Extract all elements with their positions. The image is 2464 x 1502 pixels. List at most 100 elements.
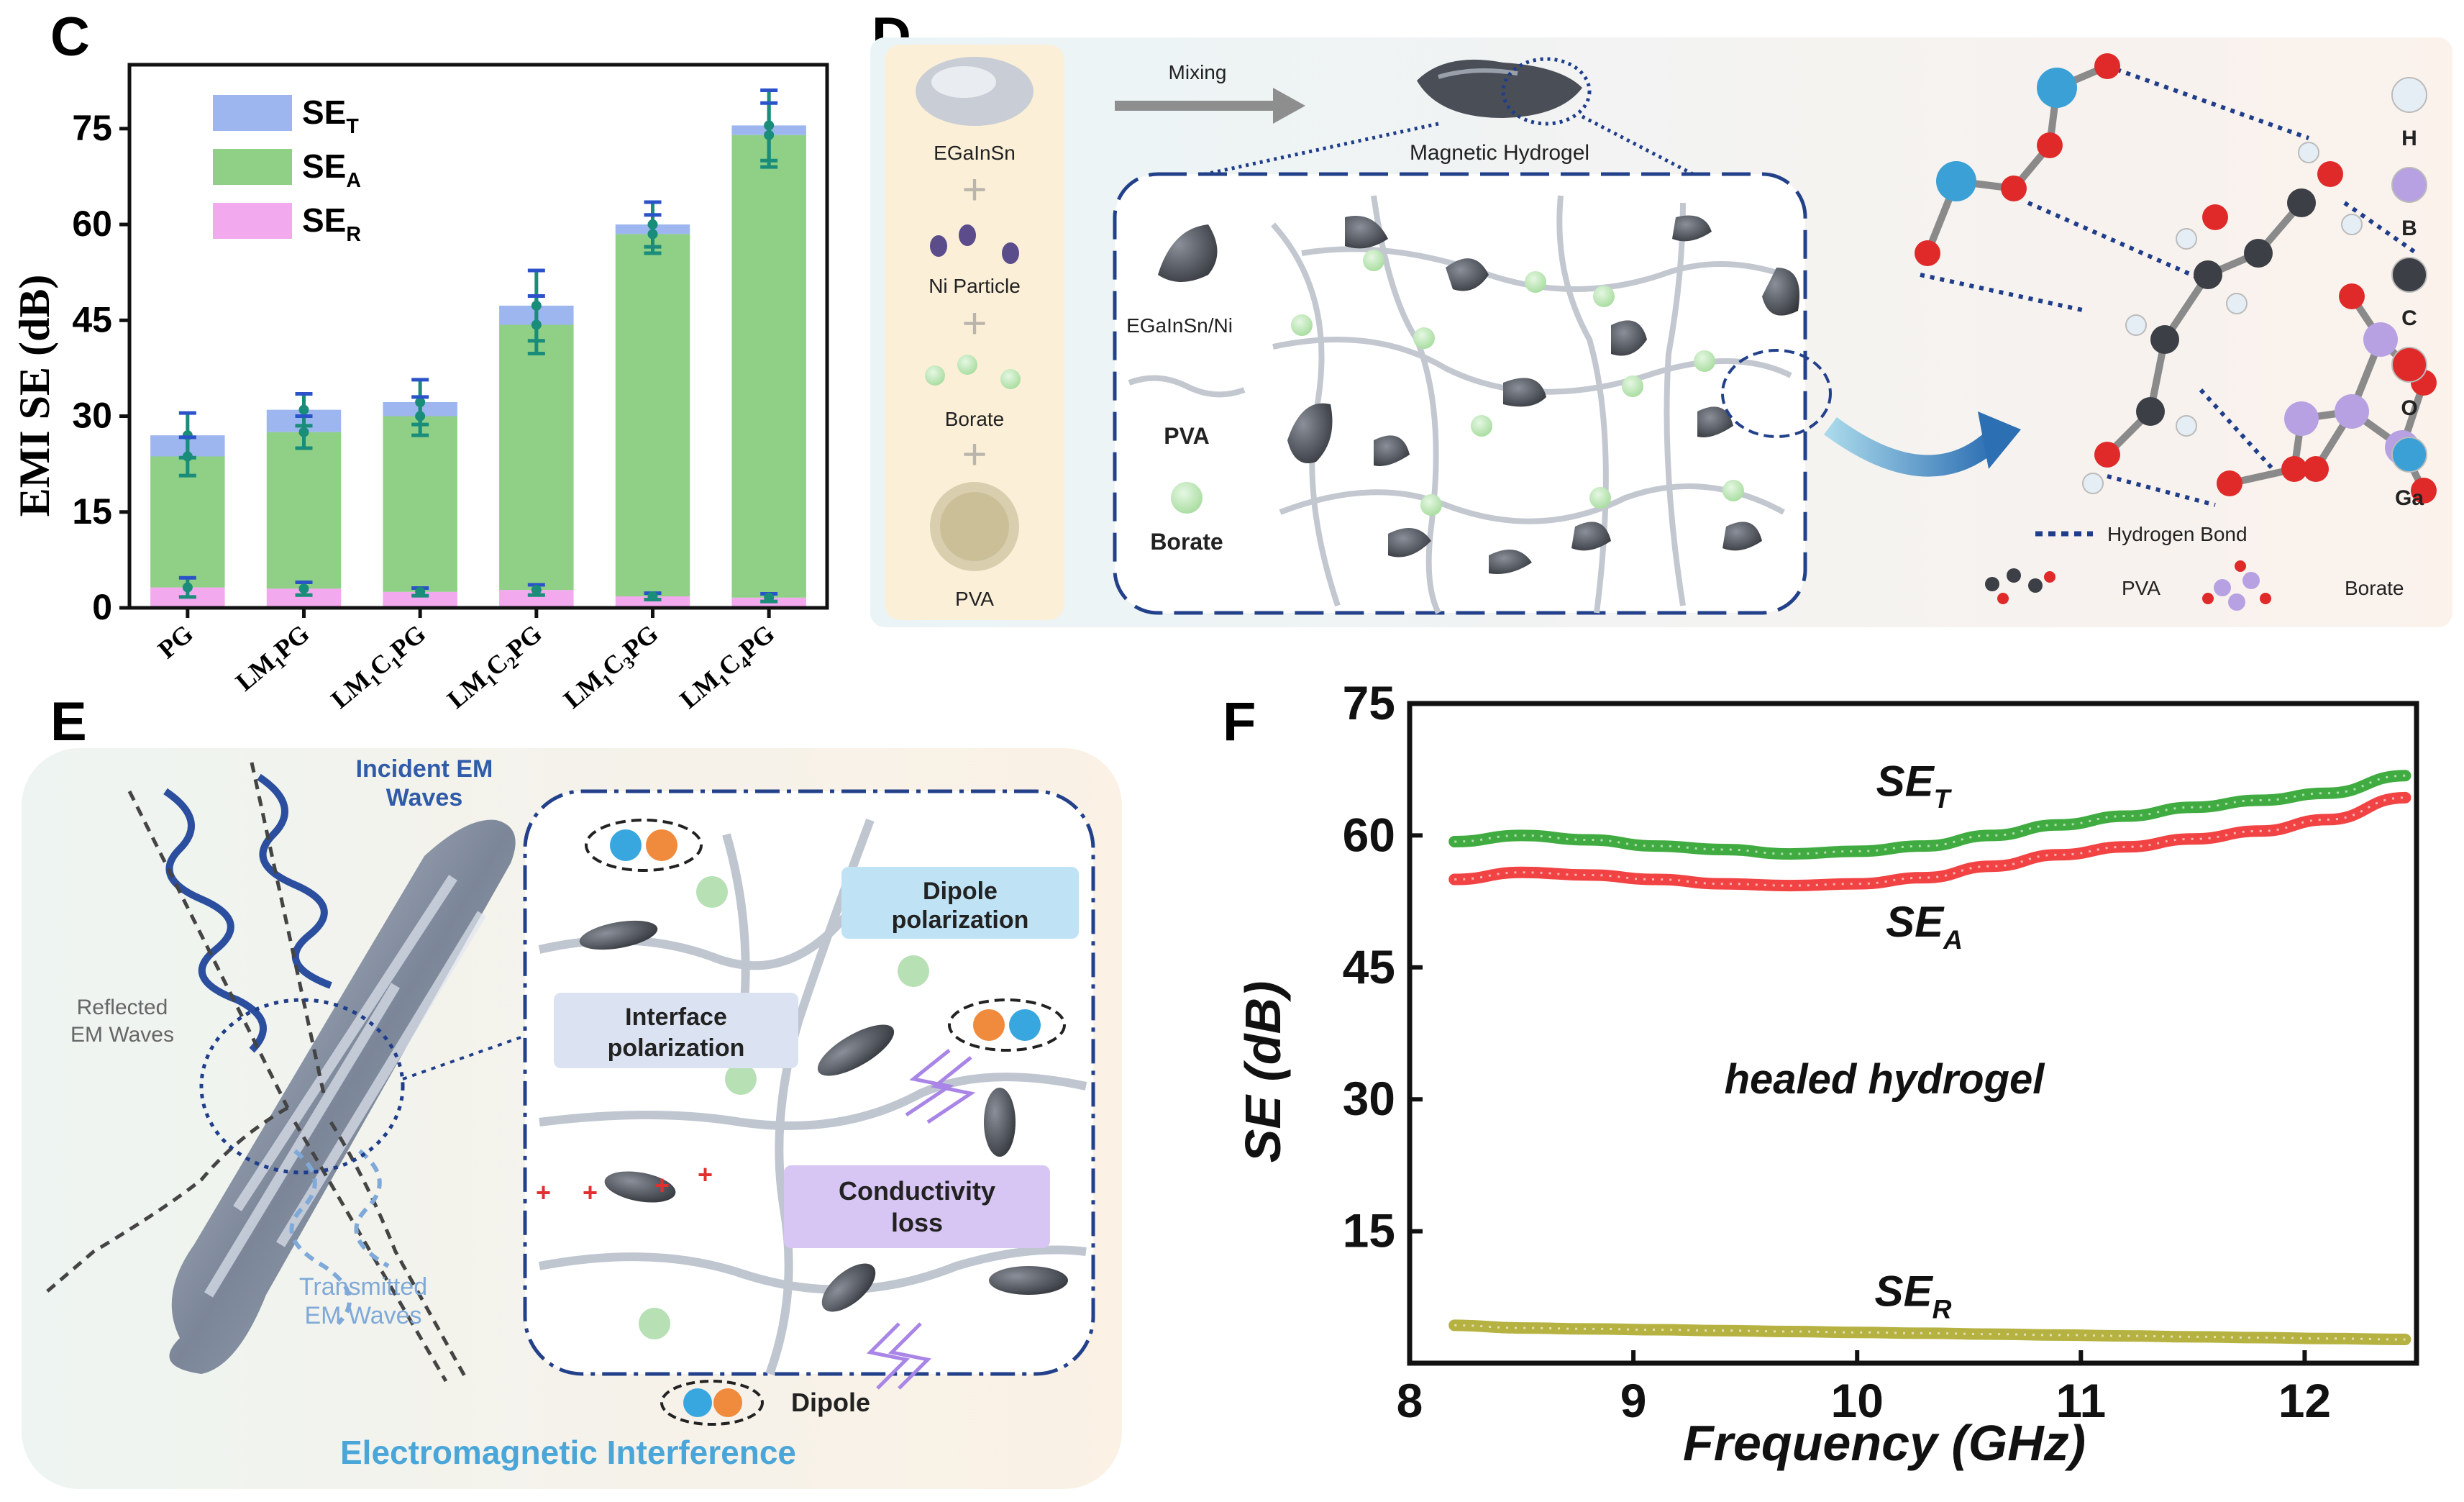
y-tick-label: 60: [1343, 808, 1395, 861]
bar-se-a: [383, 416, 457, 592]
pva-chain-icon: [1128, 375, 1246, 398]
axes: PGLM1PGLM1C1PGLM1C2PGLM1C3PGLM1C4PG01530…: [72, 63, 829, 717]
series-label-se-a: SEA: [1886, 898, 1963, 955]
error-bars-layer: [178, 88, 778, 604]
plot-frame: [1407, 701, 2419, 1366]
error-center-point: [531, 319, 542, 330]
dipole-polarization-box: [841, 867, 1079, 939]
plus-icon: +: [962, 430, 987, 478]
conductivity-spark-icon: [866, 1049, 976, 1390]
polymer-network: [1271, 195, 1792, 614]
borate-molecule-label: Borate: [2345, 577, 2404, 599]
line-se-r: [1448, 1319, 2411, 1345]
bar-se-a: [731, 135, 806, 598]
error-center-point: [531, 585, 542, 596]
svg-text:+: +: [698, 1160, 713, 1189]
legend-label-se-r: SER: [302, 201, 361, 246]
panel-label-f: F: [1223, 691, 1256, 752]
plus-icon: +: [962, 299, 987, 347]
dipole-polarization-label-1: Dipole: [923, 878, 998, 905]
line-marker-texture: [1454, 774, 2406, 855]
y-tick-label: 30: [1343, 1072, 1395, 1125]
x-tick-label: 8: [1397, 1374, 1423, 1427]
atom-c-label: C: [2401, 306, 2417, 330]
atom-h-icon: [2391, 77, 2427, 113]
x-tick-label: LM1PG: [230, 619, 315, 696]
transmitted-label-2: EM Waves: [304, 1302, 421, 1329]
annotation-label: healed hydrogel: [1725, 1056, 2046, 1103]
ni-particle-icon: [930, 224, 1019, 264]
borate-label: Borate: [945, 408, 1005, 430]
hydrogel-slab-icon: [169, 819, 516, 1374]
atom-c-icon: [2391, 257, 2427, 293]
atom-o-icon: [2391, 347, 2427, 383]
x-tick-label: LM1C4PG: [675, 619, 783, 717]
mixing-label: Mixing: [1169, 61, 1227, 83]
hydrogen-bond-label: Hydrogen Bond: [2107, 523, 2248, 545]
svg-text:+: +: [654, 1170, 670, 1200]
transmitted-wave-icon: [289, 1149, 390, 1326]
y-tick-label: 75: [72, 108, 112, 148]
error-center-point: [298, 404, 309, 415]
pva-molecule-icon: [1985, 568, 2055, 604]
liquid-metal-droplets: [1287, 215, 1799, 574]
borate-molecule-icon: [2202, 560, 2271, 611]
svg-text:LM1C3PG: LM1C3PG: [558, 619, 667, 717]
legend-label-se-t: SET: [302, 94, 359, 138]
egainsn-ni-icon: [1158, 224, 1218, 282]
error-center-point: [647, 229, 658, 240]
pva-chain-label: PVA: [1164, 423, 1209, 449]
x-tick-label: 9: [1620, 1374, 1647, 1427]
atom-h-label: H: [2401, 127, 2417, 150]
conductivity-loss-box: [784, 1165, 1050, 1248]
error-center-point: [764, 129, 775, 140]
ingredient-panel: [885, 45, 1064, 620]
svg-text:PG: PG: [152, 619, 199, 664]
transmitted-label-1: Transmitted: [299, 1273, 427, 1301]
atom-b-icon: [2391, 167, 2427, 203]
legend: SET SEA SER: [213, 94, 361, 246]
x-tick-label: PG: [152, 619, 199, 664]
interface-polarization-box: [554, 993, 798, 1068]
pva-label: PVA: [955, 588, 994, 610]
dipole-icon: [948, 998, 1066, 1052]
dipole-icon: [585, 819, 703, 872]
egainsn-ni-label: EGaInSn/Ni: [1126, 314, 1233, 337]
dipole-polarization-label-2: polarization: [892, 906, 1029, 934]
y-tick-label: 0: [92, 587, 112, 627]
error-center-point: [764, 592, 775, 603]
svg-text:LM1C4PG: LM1C4PG: [675, 619, 783, 717]
svg-text:+: +: [536, 1178, 551, 1207]
y-tick-label: 60: [72, 204, 112, 244]
bar-se-a: [499, 324, 574, 591]
line-se-a: [1448, 791, 2411, 892]
error-center-point: [415, 586, 426, 597]
pva-molecule-label: PVA: [2122, 577, 2160, 599]
bar-se-r: [383, 591, 457, 608]
zoom-arrow-icon: [1824, 417, 1999, 477]
incident-wave-icon: [163, 788, 267, 1053]
dipole-legend-label: Dipole: [791, 1388, 870, 1417]
borate-ball-icon: [1171, 482, 1203, 514]
panel-label-c: C: [50, 6, 90, 68]
y-tick-label: 15: [72, 491, 112, 532]
legend-swatch-se-r: [213, 203, 292, 239]
svg-text:LM1C2PG: LM1C2PG: [442, 619, 550, 717]
atom-ga-label: Ga: [2395, 486, 2424, 510]
hydrogel-diagram: EGaInSn + Ni Particle + Borate + PVA Mix…: [870, 37, 2452, 627]
liquid-metal-particles: [579, 920, 1068, 1312]
y-tick-label: 15: [1343, 1204, 1395, 1257]
charge-marks: ++++: [536, 1160, 713, 1207]
mixing-arrow-icon: [1115, 88, 1305, 124]
bar-se-r: [615, 596, 690, 608]
svg-text:LM1C1PG: LM1C1PG: [326, 619, 434, 717]
diagram-title: Electromagnetic Interference: [340, 1434, 796, 1471]
error-center-point: [182, 451, 193, 462]
legend-label-se-a: SEA: [302, 147, 361, 192]
borate-icon: [925, 355, 1021, 389]
magnetic-hydrogel-label: Magnetic Hydrogel: [1410, 141, 1589, 165]
